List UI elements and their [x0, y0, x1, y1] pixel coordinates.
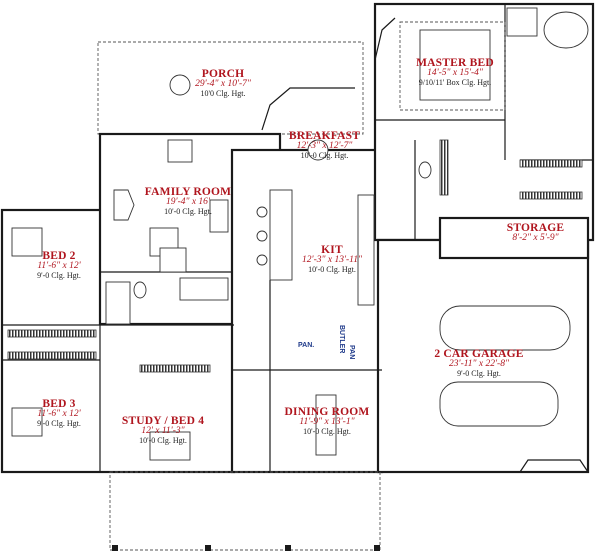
butler-label: BUTLER [338, 325, 345, 354]
study-label: STUDY / BED 4 12' x 11'-3" 10'-0 Clg. Hg… [108, 415, 218, 445]
column [112, 545, 118, 551]
room-name: FAMILY ROOM [144, 186, 232, 198]
master-bed-label: MASTER BED 14'-5" x 15'-4" 9/10/11' Box … [400, 57, 510, 87]
fireplace-icon [113, 189, 135, 221]
ceiling-height: 10'-0 Clg. Hgt. [303, 427, 351, 437]
ceiling-height: 10'-0 Clg. Hgt. [164, 207, 212, 217]
bed-icon [149, 431, 191, 461]
table-icon [209, 199, 229, 233]
room-name: BREAKFAST [288, 130, 361, 142]
kitchen-counter [357, 194, 375, 306]
garage-front [519, 459, 589, 473]
room-dimensions: 8'-2" x 5'-9" [512, 233, 559, 244]
dining-table [315, 394, 337, 456]
room-name: KIT [321, 244, 343, 256]
ceiling-height: 10'-0 Clg. Hgt. [139, 436, 187, 446]
closet-hatch [7, 329, 97, 338]
garage-walls [376, 238, 590, 474]
bed-icon [11, 407, 43, 437]
room-name: 2 CAR GARAGE [434, 348, 524, 360]
toilet-icon [418, 161, 432, 179]
room-name: PORCH [201, 68, 245, 80]
kitchen-label: KIT 12'-3" x 13'-11" 10'-0 Clg. Hgt. [282, 244, 382, 274]
bar-stool [256, 206, 268, 218]
bed2-label: BED 2 11'-6" x 12' 9'-0 Clg. Hgt. [14, 250, 104, 280]
room-name: STORAGE [506, 222, 565, 234]
vanity-icon [179, 277, 229, 301]
room-name: BED 2 [42, 250, 76, 262]
room-dimensions: 14'-5" x 15'-4" [427, 68, 483, 79]
breakfast-bay [261, 87, 355, 131]
sofa-icon [159, 247, 187, 273]
room-dimensions: 11'-9" x 13'-1" [299, 417, 355, 428]
kitchen-island [269, 189, 293, 281]
room-dimensions: 11'-6" x 12' [37, 409, 81, 420]
shower-icon [506, 7, 538, 37]
ceiling-height: 10'-0 Clg. Hgt. [308, 265, 356, 275]
ceiling-height: 9'-0 Clg. Hgt. [457, 369, 501, 379]
column [285, 545, 291, 551]
porch-label: PORCH 29'-4" x 10'-7" 10'0 Clg. Hgt. [168, 68, 278, 98]
ceiling-height: 10'-0 Clg. Hgt. [300, 151, 349, 161]
room-dimensions: 12'-3" x 13'-11" [302, 255, 362, 266]
room-dimensions: 19'-4" x 16' [166, 197, 210, 208]
family-room-label: FAMILY ROOM 19'-4" x 16' 10'-0 Clg. Hgt. [133, 186, 243, 216]
room-dimensions: 12' x 11'-3" [141, 426, 185, 437]
bar-stool [256, 254, 268, 266]
breakfast-table [307, 139, 329, 161]
car-icon [439, 305, 571, 351]
room-dimensions: 29'-4" x 10'-7" [195, 79, 251, 90]
room-dimensions: 11'-6" x 12' [37, 261, 81, 272]
master-tub-icon [543, 11, 589, 49]
butler-pantry-label: PAN [348, 345, 355, 360]
room-dimensions: 12'-3" x 12'-7" [296, 141, 353, 152]
master-box-ceiling [399, 21, 506, 111]
master-bed-icon [419, 29, 491, 101]
room-name: DINING ROOM [284, 406, 370, 418]
column [205, 545, 211, 551]
porch-outline [97, 41, 364, 135]
garage-label: 2 CAR GARAGE 23'-11" x 22'-8" 9'-0 Clg. … [424, 348, 534, 378]
bed3-label: BED 3 11'-6" x 12' 9'-0 Clg. Hgt. [14, 398, 104, 428]
storage-label: STORAGE 8'-2" x 5'-9" [488, 222, 583, 244]
pantry-label: PAN. [298, 342, 315, 349]
toilet-icon [133, 281, 147, 299]
column [374, 545, 380, 551]
front-porch [109, 471, 381, 551]
porch-table [169, 74, 191, 96]
room-name: BED 3 [42, 398, 76, 410]
closet-hatch [519, 191, 583, 200]
room-dimensions: 23'-11" x 22'-8" [449, 359, 509, 370]
tub-icon [105, 281, 131, 325]
dining-room-label: DINING ROOM 11'-9" x 13'-1" 10'-0 Clg. H… [272, 406, 382, 436]
bed-icon [11, 227, 43, 257]
ceiling-height: 9'-0 Clg. Hgt. [37, 271, 81, 281]
room-name: STUDY / BED 4 [121, 415, 205, 427]
room-name: MASTER BED [416, 57, 494, 69]
car-icon [439, 381, 559, 427]
ceiling-height: 9'-0 Clg. Hgt. [37, 419, 81, 429]
ceiling-height: 9/10/11' Box Clg. Hgt. [418, 78, 492, 88]
closet-hatch [7, 351, 97, 360]
closet-hatch [139, 364, 211, 373]
closet-hatch [519, 159, 583, 168]
closet-hatch [439, 139, 449, 196]
chair-icon [167, 139, 193, 163]
ceiling-height: 10'0 Clg. Hgt. [200, 89, 246, 99]
breakfast-label: BREAKFAST 12'-3" x 12'-7" 10'-0 Clg. Hgt… [272, 130, 377, 160]
storage-walls [438, 216, 590, 260]
master-bay [374, 17, 396, 61]
bar-stool [256, 230, 268, 242]
